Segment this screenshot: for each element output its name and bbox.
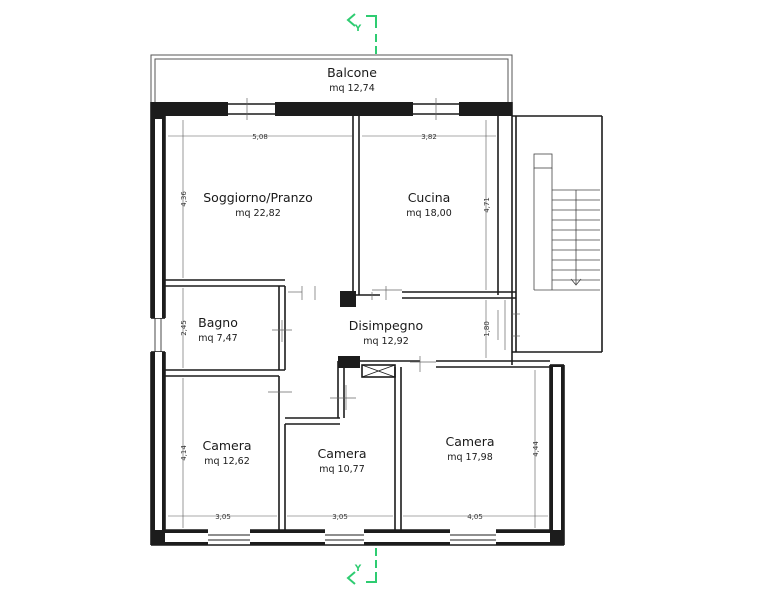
dim-camera1-height: 4,14 — [180, 445, 188, 461]
room-area-bagno: mq 7,47 — [198, 333, 237, 344]
pillars — [338, 291, 360, 368]
room-area-camera3: mq 17,98 — [447, 452, 493, 463]
room-name-disimpegno: Disimpegno — [349, 318, 423, 333]
room-area-cucina: mq 18,00 — [406, 208, 452, 219]
dim-soggiorno-width: 5,08 — [252, 133, 268, 141]
section-marker-top — [346, 13, 377, 54]
door-marks — [246, 98, 520, 410]
room-name-camera1: Camera — [202, 438, 251, 453]
room-area-balcone: mq 12,74 — [329, 83, 375, 94]
room-area-camera1: mq 12,62 — [204, 456, 250, 467]
room-area-disimpegno: mq 12,92 — [363, 336, 409, 347]
dim-camera3-height: 4,44 — [532, 441, 540, 457]
dimension-lines — [168, 120, 548, 528]
dim-camera2-width: 3,05 — [332, 513, 348, 521]
section-label-top: Y — [354, 24, 362, 34]
balcony-outline — [150, 54, 513, 102]
room-name-bagno: Bagno — [198, 315, 238, 330]
room-name-cucina: Cucina — [408, 190, 451, 205]
room-name-balcone: Balcone — [327, 65, 377, 80]
dim-camera1-width: 3,05 — [215, 513, 231, 521]
section-label-bottom: Y — [354, 564, 362, 574]
dim-camera3-width: 4,05 — [467, 513, 483, 521]
room-name-camera3: Camera — [445, 434, 494, 449]
room-name-camera2: Camera — [317, 446, 366, 461]
dim-disimpegno-height: 1,80 — [483, 321, 491, 337]
room-area-camera2: mq 10,77 — [319, 464, 365, 475]
dim-cucina-height: 4,71 — [483, 197, 491, 213]
section-marker-bottom — [346, 548, 377, 585]
dim-soggiorno-height: 4,36 — [180, 191, 188, 207]
staircase — [533, 153, 600, 291]
dim-bagno-height: 2,45 — [180, 320, 188, 336]
dim-cucina-width: 3,82 — [421, 133, 437, 141]
room-name-soggiorno: Soggiorno/Pranzo — [203, 190, 313, 205]
walls — [151, 102, 512, 119]
room-area-soggiorno: mq 22,82 — [235, 208, 281, 219]
